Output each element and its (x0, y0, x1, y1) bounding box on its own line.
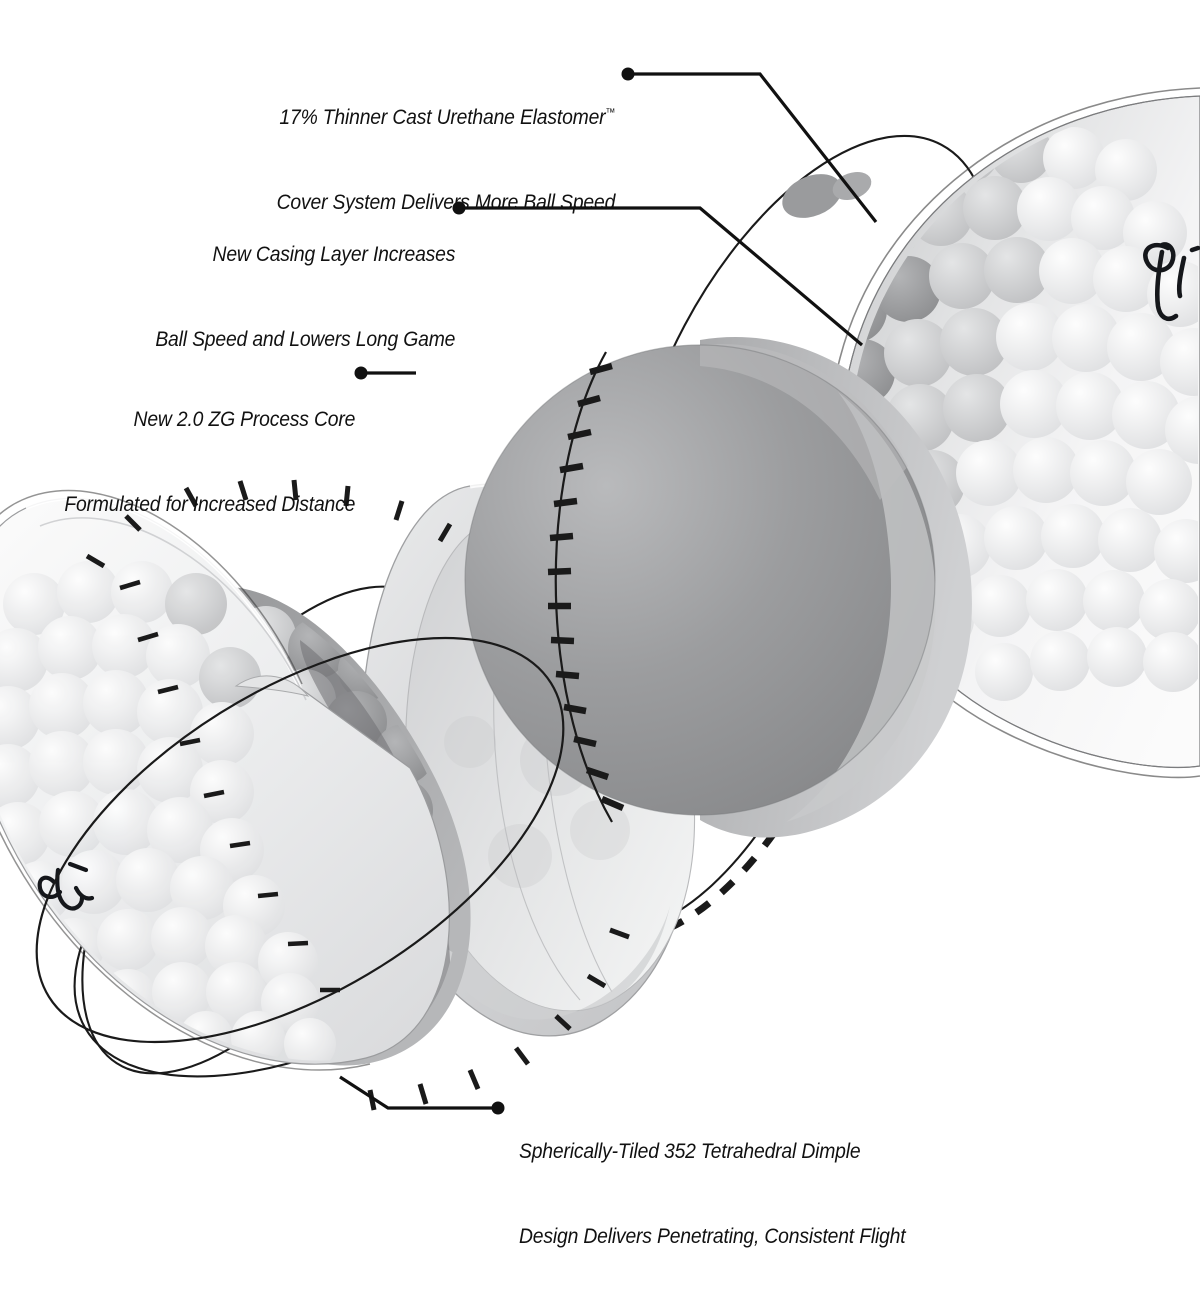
leader-dot-core (354, 366, 368, 380)
brand-script-lower-left (37, 861, 95, 911)
orbit-ring-cover-ticks (35, 479, 630, 1111)
golf-ball-exploded-illustration (0, 67, 1200, 1115)
core-tick-arc (547, 362, 625, 811)
callout-core-line2: Formulated for Increased Distance (64, 491, 355, 516)
trademark-symbol: ™ (605, 106, 615, 119)
callout-dimple: Spherically-Tiled 352 Tetrahedral Dimple… (519, 1080, 906, 1307)
leader-line-dimple (339, 1075, 498, 1110)
leader-dot-casing (452, 201, 466, 215)
zg-process-core-sphere (464, 337, 972, 838)
leader-lines (339, 72, 878, 1110)
callout-casing-line2: Ball Speed and Lowers Long Game (155, 326, 455, 351)
callout-casing: New Casing Layer Increases Ball Speed an… (155, 183, 455, 410)
callout-core-line1: New 2.0 ZG Process Core (133, 406, 355, 431)
cover-hemisphere-lower-left (0, 489, 471, 1071)
callout-casing-line1: New Casing Layer Increases (212, 241, 455, 266)
leader-line-cover (628, 72, 878, 223)
diagram-canvas: 17% Thinner Cast Urethane Elastomer™ Cov… (0, 46, 1200, 1248)
callout-cover-line2: Cover System Delivers More Ball Speed (276, 189, 615, 214)
callout-core: New 2.0 ZG Process Core Formulated for I… (64, 348, 355, 575)
leader-line-casing (459, 206, 864, 347)
callout-cover-line1: 17% Thinner Cast Urethane Elastomer™ (279, 104, 615, 129)
leader-dot-cover (621, 67, 635, 81)
brand-script-upper-right (1143, 242, 1200, 321)
leader-dot-dimple (491, 1101, 505, 1115)
callout-dimple-line1: Spherically-Tiled 352 Tetrahedral Dimple (519, 1138, 861, 1163)
callout-cover: 17% Thinner Cast Urethane Elastomer™ Cov… (276, 46, 615, 273)
leader-dots (354, 67, 635, 1115)
callout-dimple-line2: Design Delivers Penetrating, Consistent … (519, 1223, 906, 1248)
